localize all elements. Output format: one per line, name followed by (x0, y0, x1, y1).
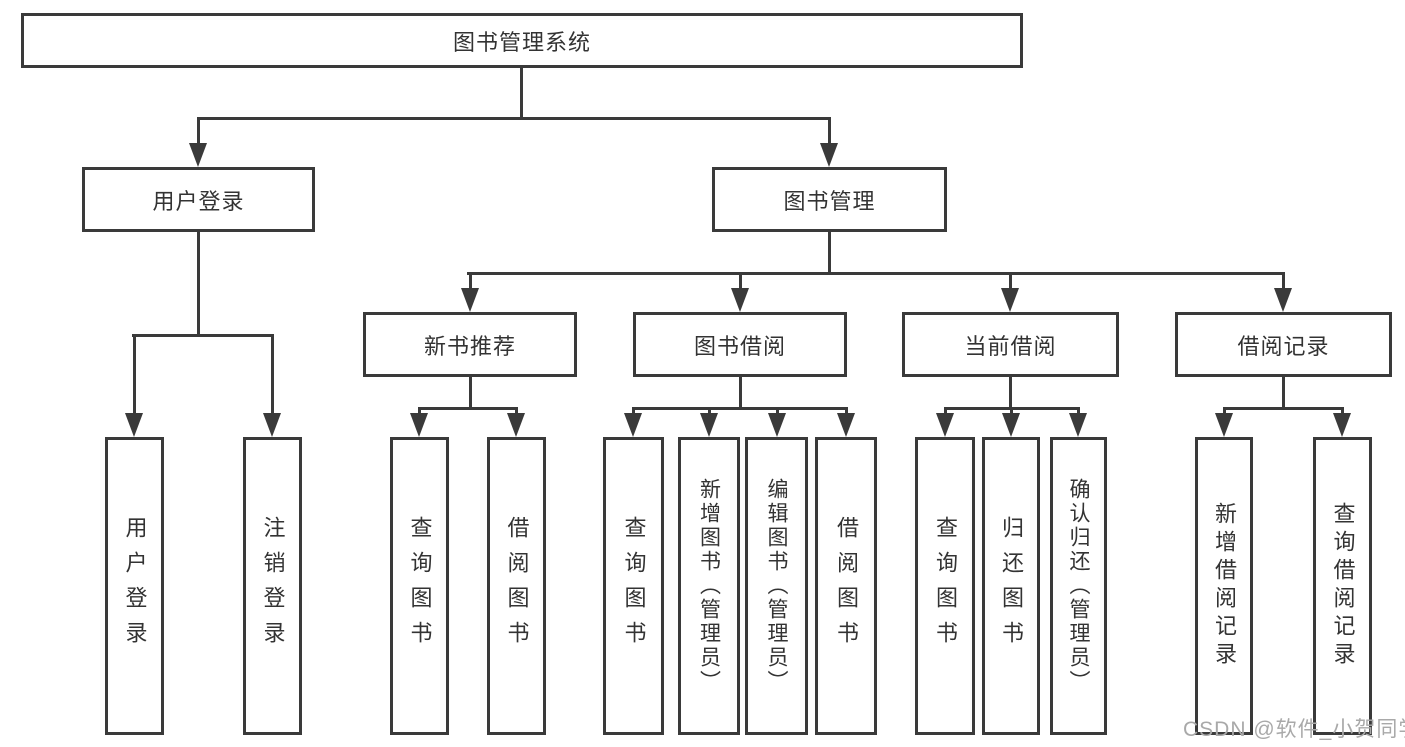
connector-new-book-stem (469, 377, 472, 409)
connector-to-bb-add-stem (708, 407, 711, 415)
leaf-user-login-label: 用户登录 (122, 516, 148, 656)
connector-to-leaf-logout-stem (271, 334, 274, 414)
leaf-cb-return-books: 归还图书 (982, 437, 1040, 735)
arrowhead-to-bb-query (624, 413, 642, 437)
leaf-cb-return-books-label: 归还图书 (999, 516, 1024, 656)
node-book-management-label: 图书管理 (783, 188, 876, 214)
leaf-bb-query-books-label: 查询图书 (621, 516, 647, 656)
arrowhead-to-cb-return (1002, 413, 1020, 437)
leaf-bb-add-books-admin-label: 新增图书（管理员） (697, 478, 721, 694)
connector-borrow-record-group-stem (1282, 377, 1285, 409)
node-borrow-record: 借阅记录 (1175, 312, 1392, 377)
connector-new-book-bar (418, 407, 518, 410)
arrowhead-to-br-add (1215, 413, 1233, 437)
node-root-label: 图书管理系统 (452, 29, 591, 55)
connector-to-cb-return-stem (1010, 407, 1013, 415)
arrowhead-to-nb-query (410, 413, 428, 437)
arrowhead-to-borrow-record (1274, 288, 1292, 312)
node-user-login-label: 用户登录 (152, 188, 245, 214)
connector-to-nb-borrow-stem (515, 407, 518, 415)
leaf-logout-label: 注销登录 (260, 516, 286, 656)
connector-to-book-management-stem (828, 117, 831, 145)
csdn-watermark: CSDN @软件_小贺同学 (1183, 718, 1405, 741)
connector-to-book-borrow-stem (739, 272, 742, 290)
leaf-logout: 注销登录 (243, 437, 302, 735)
leaf-nb-borrow-books-label: 借阅图书 (504, 516, 530, 656)
arrowhead-to-leaf-login (125, 413, 143, 437)
connector-to-cb-confirm-stem (1077, 407, 1080, 415)
connector-to-bb-query-stem (632, 407, 635, 415)
leaf-cb-query-books-label: 查询图书 (933, 516, 958, 656)
leaf-br-query-record: 查询借阅记录 (1313, 437, 1372, 735)
leaf-bb-borrow-books: 借阅图书 (815, 437, 877, 735)
arrowhead-to-cb-confirm (1069, 413, 1087, 437)
node-user-login: 用户登录 (82, 167, 315, 232)
leaf-cb-query-books: 查询图书 (915, 437, 975, 735)
node-new-book-recommend-label: 新书推荐 (423, 333, 516, 359)
arrowhead-to-book-management (820, 143, 838, 167)
connector-root-stem (520, 68, 523, 117)
leaf-nb-query-books: 查询图书 (390, 437, 449, 735)
connector-user-login-stem (197, 232, 200, 336)
arrowhead-to-nb-borrow (507, 413, 525, 437)
connector-to-current-borrow-stem (1009, 272, 1012, 290)
node-current-borrow-label: 当前借阅 (964, 333, 1057, 359)
arrowhead-to-cb-query (936, 413, 954, 437)
connector-current-borrow-group-stem (1009, 377, 1012, 409)
leaf-br-query-record-label: 查询借阅记录 (1330, 502, 1356, 670)
node-root-library-system: 图书管理系统 (21, 13, 1023, 68)
node-new-book-recommend: 新书推荐 (363, 312, 577, 377)
connector-to-cb-query-stem (944, 407, 947, 415)
arrowhead-to-current-borrow (1001, 288, 1019, 312)
leaf-bb-edit-books-admin-label: 编辑图书（管理员） (765, 478, 788, 694)
connector-book-management-stem (828, 232, 831, 274)
connector-user-login-bar (132, 334, 274, 337)
leaf-bb-add-books-admin: 新增图书（管理员） (678, 437, 740, 735)
arrowhead-to-new-book (461, 288, 479, 312)
leaf-br-add-record: 新增借阅记录 (1195, 437, 1253, 735)
leaf-bb-edit-books-admin: 编辑图书（管理员） (745, 437, 808, 735)
connector-to-leaf-login-stem (133, 334, 136, 414)
leaf-br-add-record-label: 新增借阅记录 (1212, 502, 1237, 670)
node-book-management: 图书管理 (712, 167, 947, 232)
connector-to-br-add-stem (1223, 407, 1226, 415)
arrowhead-to-bb-borrow (837, 413, 855, 437)
node-borrow-record-label: 借阅记录 (1237, 333, 1330, 359)
arrowhead-to-bb-add (700, 413, 718, 437)
leaf-nb-query-books-label: 查询图书 (407, 516, 433, 656)
arrowhead-to-book-borrow (731, 288, 749, 312)
connector-book-borrow-bar (632, 407, 848, 410)
node-book-borrow: 图书借阅 (633, 312, 847, 377)
connector-to-user-login-stem (197, 117, 200, 145)
connector-to-br-query-stem (1341, 407, 1344, 415)
connector-to-bb-borrow-stem (845, 407, 848, 415)
connector-book-management-bar (467, 272, 1285, 275)
connector-to-borrow-record-stem (1282, 272, 1285, 290)
connector-borrow-record-bar (1223, 407, 1344, 410)
arrowhead-to-bb-edit (768, 413, 786, 437)
node-book-borrow-label: 图书借阅 (693, 333, 786, 359)
arrowhead-to-br-query (1333, 413, 1351, 437)
leaf-bb-query-books: 查询图书 (603, 437, 664, 735)
connector-book-borrow-group-stem (739, 377, 742, 409)
leaf-bb-borrow-books-label: 借阅图书 (834, 516, 859, 656)
arrowhead-to-leaf-logout (263, 413, 281, 437)
connector-to-new-book-stem (469, 272, 472, 290)
leaf-cb-confirm-return-admin: 确认归还（管理员） (1050, 437, 1107, 735)
arrowhead-to-user-login (189, 143, 207, 167)
leaf-cb-confirm-return-admin-label: 确认归还（管理员） (1067, 478, 1090, 694)
leaf-user-login: 用户登录 (105, 437, 164, 735)
connector-to-nb-query-stem (418, 407, 421, 415)
leaf-nb-borrow-books: 借阅图书 (487, 437, 546, 735)
connector-to-bb-edit-stem (776, 407, 779, 415)
node-current-borrow: 当前借阅 (902, 312, 1119, 377)
connector-root-bar (197, 117, 831, 120)
